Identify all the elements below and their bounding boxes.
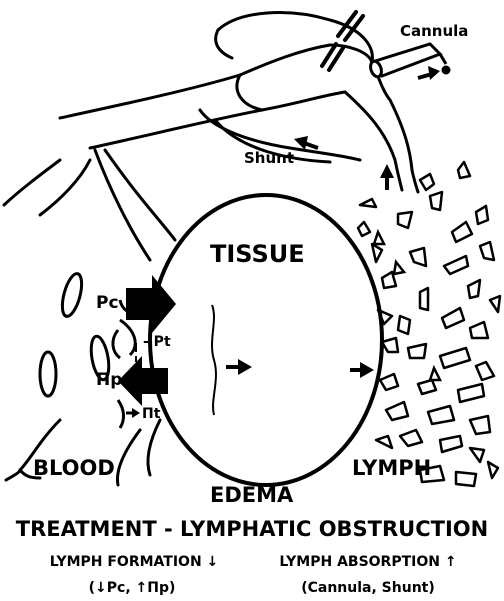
blood-cells	[40, 272, 138, 428]
cannula-flow-arrow	[418, 66, 440, 80]
tissue-flow-arrow	[226, 359, 252, 375]
tissue-compartment	[150, 195, 382, 485]
cannula-label: Cannula	[400, 22, 468, 40]
pi-t-arrow	[126, 408, 140, 418]
tissue-label: TISSUE	[210, 240, 305, 268]
pc-label: Pc	[96, 293, 119, 313]
lymph-entry-arrow	[350, 362, 374, 378]
clamp-lower	[322, 44, 343, 70]
interstitial-wave	[212, 305, 216, 415]
caption-left-line1: LYMPH FORMATION ↓	[50, 554, 219, 570]
lymph-up-arrow	[380, 164, 394, 190]
clamp-upper	[338, 12, 363, 40]
shunt-label: Shunt	[244, 149, 294, 167]
caption-left-line2: (↓Pc, ↑Πp)	[89, 580, 176, 596]
edema-label: EDEMA	[210, 483, 294, 507]
caption-title: TREATMENT - LYMPHATIC OBSTRUCTION	[16, 517, 488, 541]
caption-right-line1: LYMPH ABSORPTION ↑	[279, 554, 456, 570]
lymph-triangles	[374, 232, 440, 380]
blood-label: BLOOD	[33, 456, 115, 480]
pt-label: - Pt	[143, 334, 171, 350]
lymph-vessel-tube	[60, 13, 418, 192]
caption-right-line2: (Cannula, Shunt)	[301, 580, 435, 596]
lymph-label: LYMPH	[352, 456, 431, 480]
pi-p-label: Πp	[96, 370, 122, 390]
pi-t-label: Πt	[142, 406, 161, 422]
